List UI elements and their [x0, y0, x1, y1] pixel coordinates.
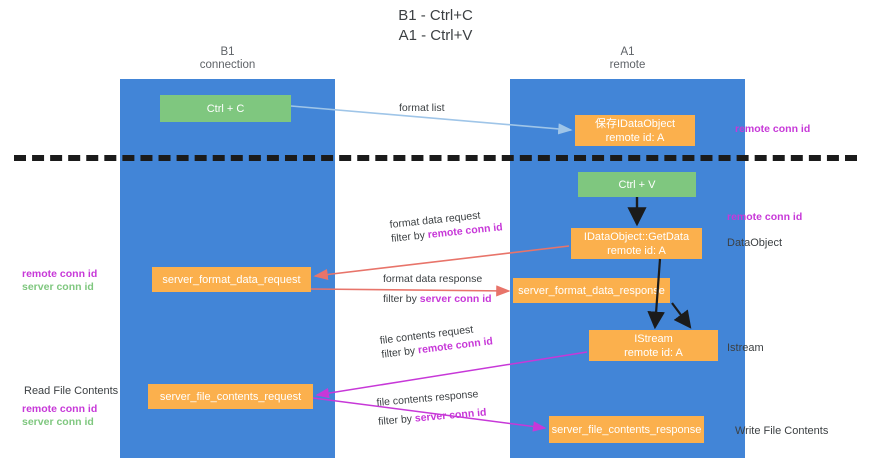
left-label-remote-conn-id-mid: remote conn id — [22, 268, 98, 280]
left-label-server-conn-id-bottom: server conn id — [22, 416, 94, 428]
edge-label-format-data-response-text: format data response — [383, 273, 483, 285]
filter-key-server-conn-id-1: server conn id — [419, 293, 492, 305]
right-label-dataobject: DataObject — [727, 237, 783, 249]
node-save-idataobject-detail: remote id: A — [605, 131, 665, 144]
column-header-b1-name: B1 — [220, 46, 235, 58]
edge-label-format-data-request: format data request filter by remote con… — [389, 206, 503, 246]
node-istream[interactable]: IStream remote id: A — [589, 330, 718, 361]
node-ctrl-v[interactable]: Ctrl + V — [578, 172, 696, 197]
filter-prefix-1: filter by — [390, 229, 429, 245]
edge-label-format-data-response: format data response filter by server co… — [383, 272, 492, 306]
left-label-server-conn-id-mid: server conn id — [22, 281, 94, 293]
node-save-idataobject[interactable]: 保存IDataObject remote id: A — [575, 115, 695, 146]
node-server-format-data-request-label: server_format_data_request — [162, 273, 301, 286]
column-header-b1-sub: connection — [199, 59, 256, 71]
column-header-a1-sub: remote — [609, 59, 646, 71]
filter-prefix-2: filter by — [383, 293, 420, 305]
node-server-format-data-response-label: server_format_data_response — [518, 284, 665, 297]
right-label-remote-conn-id-top: remote conn id — [735, 123, 811, 135]
node-idataobject-getdata-label: IDataObject::GetData — [583, 230, 690, 243]
edge-label-file-contents-request: file contents request filter by remote c… — [379, 320, 494, 361]
right-label-write-file-contents: Write File Contents — [735, 425, 829, 437]
left-label-remote-conn-id-bottom: remote conn id — [22, 403, 98, 415]
edge-label-file-contents-response-filter: filter by server conn id — [378, 405, 487, 428]
node-istream-detail: remote id: A — [624, 346, 683, 359]
node-istream-label: IStream — [634, 332, 673, 345]
right-label-remote-conn-id-mid: remote conn id — [727, 211, 803, 223]
node-idataobject-getdata-detail: remote id: A — [607, 244, 666, 257]
node-server-file-contents-request[interactable]: server_file_contents_request — [148, 384, 313, 409]
node-ctrl-v-label: Ctrl + V — [618, 178, 656, 191]
node-ctrl-c-label: Ctrl + C — [206, 102, 245, 115]
node-server-file-contents-request-label: server_file_contents_request — [159, 390, 302, 403]
node-server-file-contents-response-label: server_file_contents_response — [551, 423, 702, 436]
title-line-1: B1 - Ctrl+C — [398, 7, 473, 24]
node-ctrl-c[interactable]: Ctrl + C — [160, 95, 291, 122]
filter-key-server-conn-id-2: server conn id — [414, 406, 487, 425]
node-server-format-data-request[interactable]: server_format_data_request — [152, 267, 311, 292]
node-save-idataobject-label: 保存IDataObject — [594, 117, 676, 130]
filter-prefix-4: filter by — [377, 412, 416, 428]
column-header-b1: B1 connection — [120, 46, 335, 72]
section-divider — [14, 155, 857, 161]
page-title: B1 - Ctrl+C A1 - Ctrl+V — [0, 6, 871, 46]
node-server-format-data-response[interactable]: server_format_data_response — [513, 278, 670, 303]
column-header-a1-name: A1 — [620, 46, 635, 58]
filter-prefix-3: filter by — [380, 344, 419, 361]
edge-label-format-list: format list — [399, 101, 445, 115]
left-label-read-file-contents: Read File Contents — [24, 385, 119, 397]
edge-label-format-list-text: format list — [399, 102, 445, 114]
title-line-2: A1 - Ctrl+V — [398, 27, 473, 44]
right-label-istream: Istream — [727, 342, 764, 354]
node-server-file-contents-response[interactable]: server_file_contents_response — [549, 416, 704, 443]
edge-label-file-contents-response: file contents response filter by server … — [376, 387, 487, 429]
edge-label-format-data-response-filter: filter by server conn id — [383, 292, 492, 306]
node-idataobject-getdata[interactable]: IDataObject::GetData remote id: A — [571, 228, 702, 259]
column-header-a1: A1 remote — [510, 46, 745, 72]
